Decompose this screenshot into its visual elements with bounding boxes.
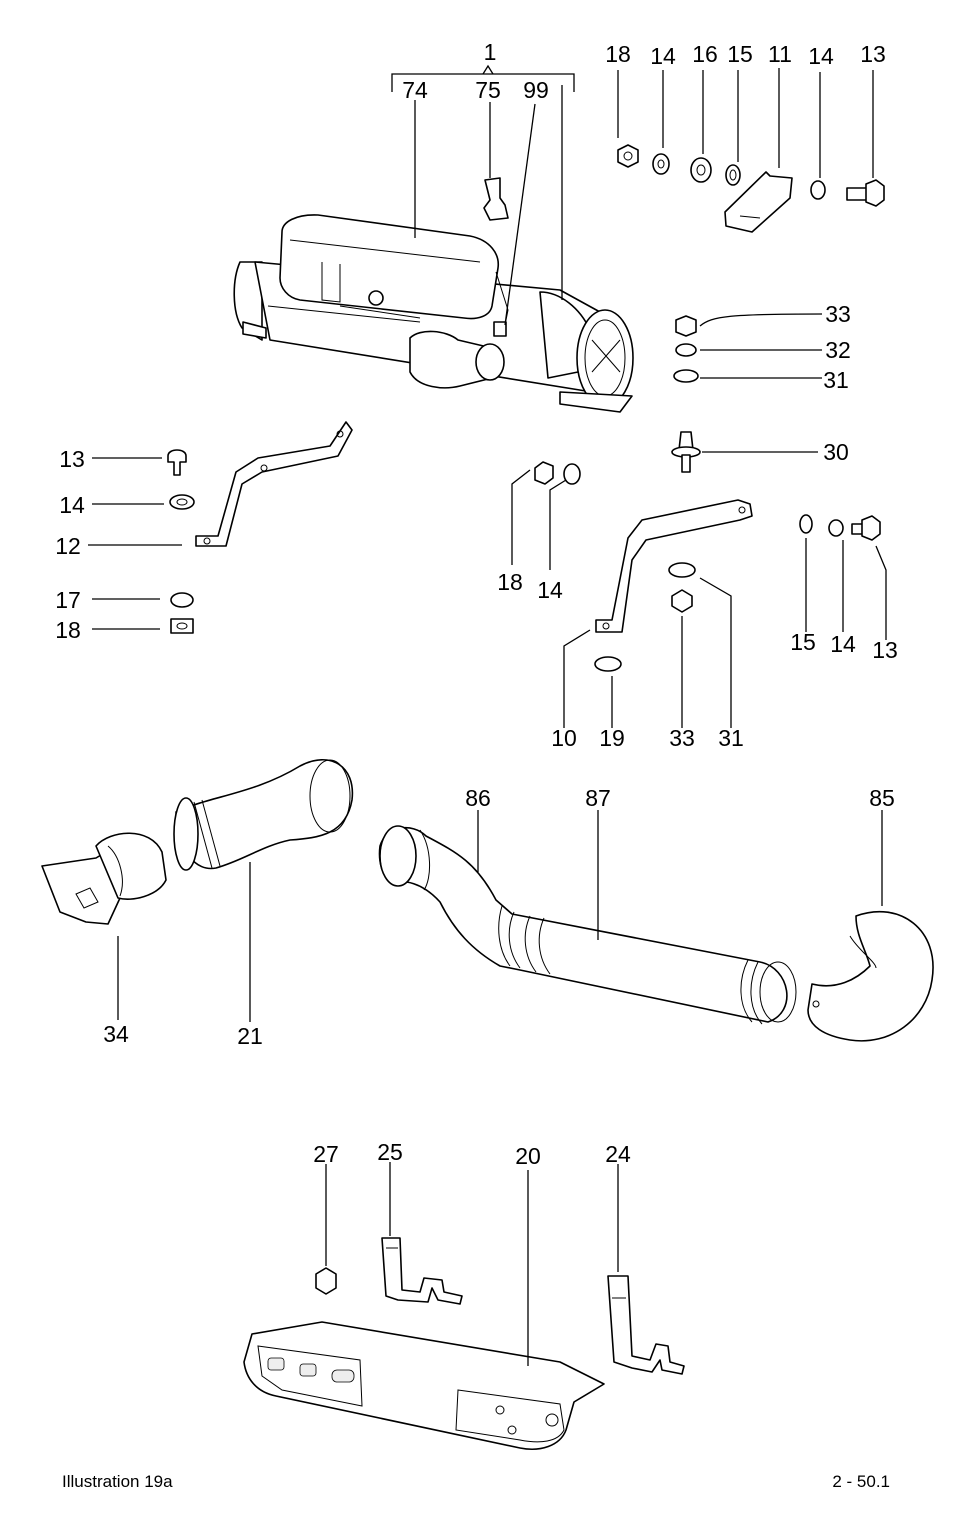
callout-24: 24 [605,1141,631,1167]
callout-19: 19 [599,725,625,751]
callout-13-right: 13 [872,637,898,663]
hose-86-87 [378,825,797,1025]
hose-21 [173,759,354,871]
callout-25: 25 [377,1139,403,1165]
callout-33-bottom: 33 [669,725,695,751]
callout-32: 32 [825,337,851,363]
callout-21: 21 [237,1023,263,1049]
callout-13-left: 13 [59,446,85,472]
page-number: 2 - 50.1 [832,1472,890,1491]
callout-1: 1 [484,39,497,65]
callout-13-top: 13 [860,41,886,67]
callout-99: 99 [523,77,549,103]
callout-31-right: 31 [823,367,849,393]
illustration-caption: Illustration 19a [62,1472,173,1491]
callout-34: 34 [103,1021,129,1047]
callout-labels: 1 74 75 99 18 14 16 15 11 14 13 33 32 31… [55,39,898,1169]
left-bracket-12 [195,421,353,547]
bolt-13b [167,449,187,476]
callout-10: 10 [551,725,577,751]
bracket-10 [595,499,753,633]
callout-11: 11 [768,41,792,67]
bracket-25 [381,1237,463,1305]
callout-18-left: 18 [55,617,81,643]
heater-unit [233,214,634,413]
callout-86: 86 [465,785,491,811]
callout-17: 17 [55,587,81,613]
clip-75 [483,177,509,221]
right-bolt-group [799,514,881,541]
right-hardware [671,315,701,473]
callout-14-top: 14 [650,43,676,69]
callout-27: 27 [313,1141,339,1167]
callout-85: 85 [869,785,895,811]
callout-16: 16 [692,41,718,67]
callout-15-right: 15 [790,629,816,655]
callout-18-center: 18 [497,569,523,595]
nut-27 [315,1267,337,1295]
callout-31-bottom: 31 [718,725,744,751]
duct-34 [41,832,167,925]
callout-14-right: 14 [830,631,856,657]
callout-14-top-right: 14 [808,43,834,69]
callout-20: 20 [515,1143,541,1169]
callout-87: 87 [585,785,611,811]
callout-74: 74 [402,77,428,103]
callout-12: 12 [55,533,81,559]
callout-14-center: 14 [537,577,563,603]
callout-30: 30 [823,439,849,465]
heat-shield-20 [243,1321,605,1450]
callout-18-top: 18 [605,41,631,67]
bracket-24 [607,1275,685,1375]
callout-14-left: 14 [59,492,85,518]
top-hardware [617,144,885,233]
callout-33-right: 33 [825,301,851,327]
callout-15-top: 15 [727,41,753,67]
hose-85 [807,910,934,1042]
callout-75: 75 [475,77,501,103]
